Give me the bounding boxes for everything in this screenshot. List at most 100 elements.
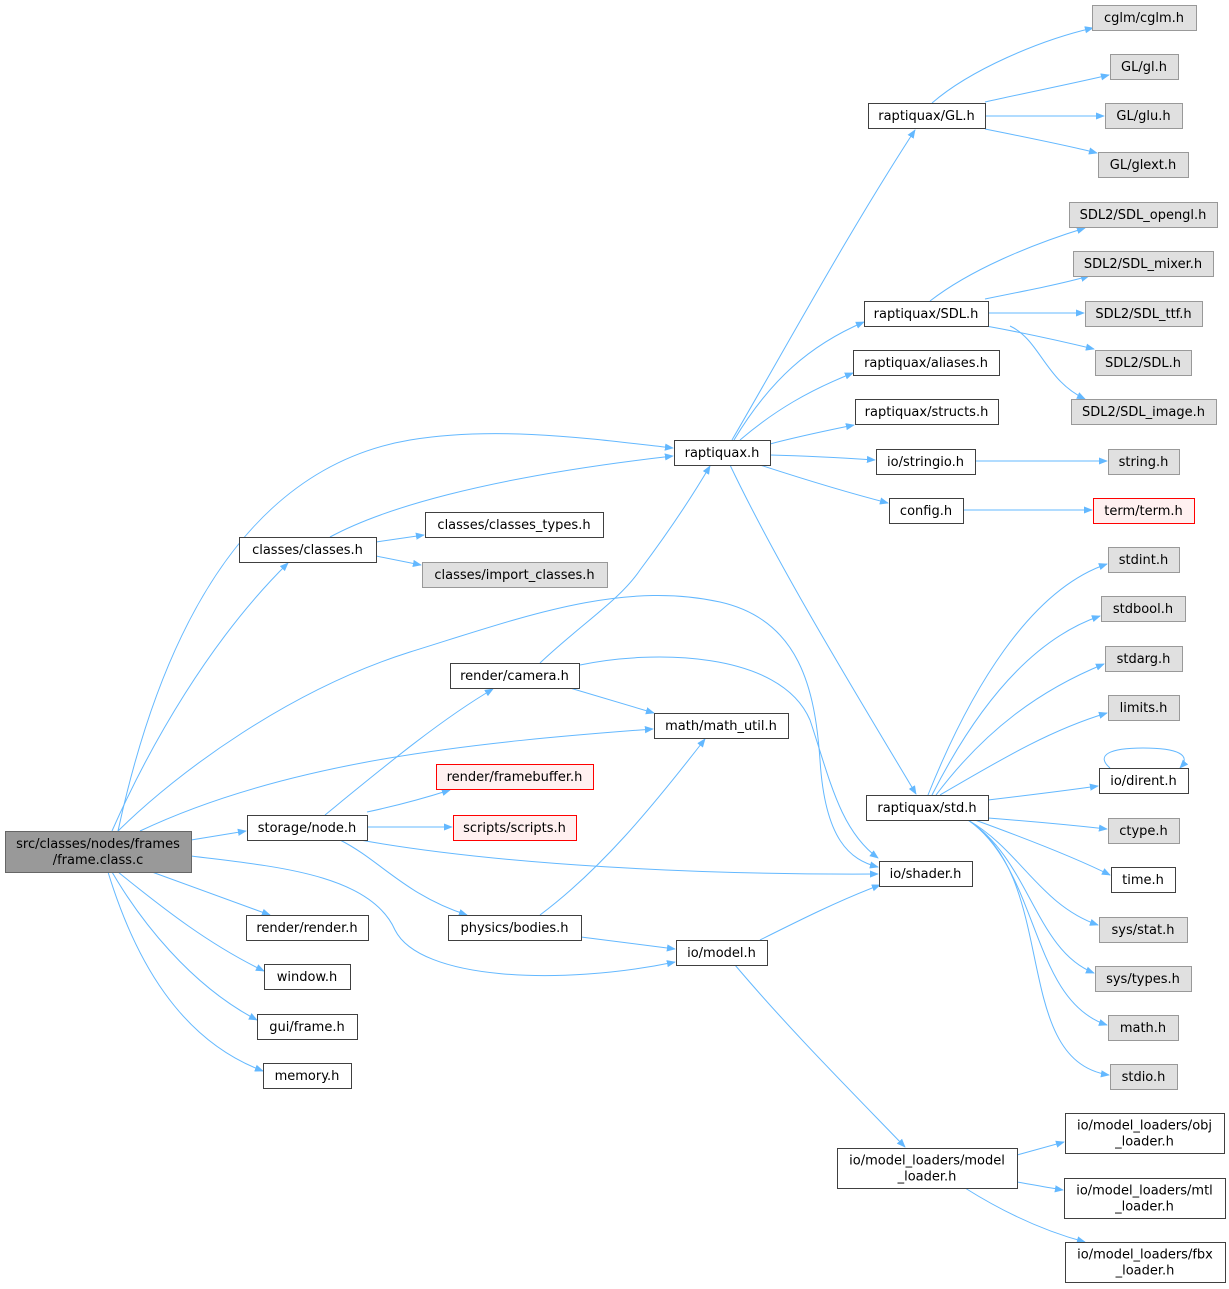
node-box xyxy=(864,301,989,327)
edge-io_model-to-io_shader xyxy=(759,884,881,941)
edge-raptiquax_std-to-io_dirent xyxy=(987,783,1099,801)
node-scripts-h[interactable]: scripts/scripts.h xyxy=(453,815,577,841)
node-label: io/shader.h xyxy=(890,867,962,882)
node-math-util[interactable]: math/math_util.h xyxy=(654,713,789,739)
node-label: io/model_loaders/mtl xyxy=(1076,1184,1213,1199)
edge-line xyxy=(984,274,1090,300)
node-box xyxy=(1108,547,1180,573)
node-box xyxy=(436,764,594,790)
node-box xyxy=(876,449,976,475)
node-box xyxy=(5,831,192,873)
edge-line xyxy=(931,615,1101,796)
edge-line xyxy=(1016,1181,1064,1193)
edge-model_loader-to-obj_loader xyxy=(1016,1140,1065,1156)
edge-line xyxy=(967,819,1108,1026)
node-model-loader[interactable]: io/model_loaders/model_loader.h xyxy=(837,1148,1018,1189)
node-render-camera[interactable]: render/camera.h xyxy=(450,663,580,689)
node-label: GL/gl.h xyxy=(1121,60,1167,75)
node-raptiquax-sdl[interactable]: raptiquax/SDL.h xyxy=(864,301,989,327)
node-label: math/math_util.h xyxy=(665,719,777,734)
node-raptiquax-std[interactable]: raptiquax/std.h xyxy=(866,795,989,821)
edge-model_loader-to-mtl_loader xyxy=(1016,1181,1064,1193)
node-box xyxy=(1071,399,1217,425)
node-box xyxy=(422,562,608,588)
node-box xyxy=(247,815,368,841)
node-memory-h[interactable]: memory.h xyxy=(263,1063,352,1089)
node-label: raptiquax/std.h xyxy=(877,801,976,816)
node-box xyxy=(1065,1242,1226,1283)
edge-line xyxy=(927,563,1108,796)
edge-line xyxy=(117,594,879,869)
edge-storage_node-to-render_camera xyxy=(324,688,494,816)
node-stdio: stdio.h xyxy=(1110,1064,1178,1090)
node-label: render/render.h xyxy=(256,921,357,936)
edge-root-to-raptiquax xyxy=(117,433,674,832)
edge-line xyxy=(929,226,1086,302)
node-render-render[interactable]: render/render.h xyxy=(246,915,369,941)
node-box xyxy=(448,915,582,941)
node-label: physics/bodies.h xyxy=(460,921,568,936)
edge-physics_bodies-to-io_model xyxy=(580,936,676,952)
node-config-h[interactable]: config.h xyxy=(889,498,964,524)
node-label: term/term.h xyxy=(1104,504,1183,519)
edge-raptiquax-to-raptiquax_structs xyxy=(769,423,855,445)
node-label: config.h xyxy=(900,504,952,519)
node-box xyxy=(1099,917,1188,943)
node-classes-types[interactable]: classes/classes_types.h xyxy=(425,512,604,538)
node-time-h[interactable]: time.h xyxy=(1111,867,1176,893)
edge-classes_h-to-import_classes xyxy=(375,555,422,567)
edge-raptiquax_std-to-math_h xyxy=(967,819,1108,1026)
edge-line xyxy=(117,871,265,972)
node-raptiquax[interactable]: raptiquax.h xyxy=(674,440,771,466)
node-io-stringio[interactable]: io/stringio.h xyxy=(876,449,976,475)
node-box xyxy=(837,1148,1018,1189)
edge-root-to-window_h xyxy=(117,871,265,972)
node-mtl-loader[interactable]: io/model_loaders/mtl_loader.h xyxy=(1064,1178,1226,1219)
node-render-framebuffer[interactable]: render/framebuffer.h xyxy=(436,764,594,790)
node-raptiquax-structs[interactable]: raptiquax/structs.h xyxy=(855,399,999,425)
node-io-model[interactable]: io/model.h xyxy=(676,940,768,966)
node-io-shader[interactable]: io/shader.h xyxy=(879,861,973,887)
node-label: raptiquax/SDL.h xyxy=(874,307,979,322)
node-obj-loader[interactable]: io/model_loaders/obj_loader.h xyxy=(1065,1113,1225,1154)
node-box xyxy=(855,399,999,425)
node-raptiquax-gl[interactable]: raptiquax/GL.h xyxy=(868,103,986,129)
node-import-classes: classes/import_classes.h xyxy=(422,562,608,588)
node-classes-h[interactable]: classes/classes.h xyxy=(239,537,377,563)
node-window-h[interactable]: window.h xyxy=(264,964,351,990)
node-io-dirent[interactable]: io/dirent.h xyxy=(1099,768,1189,794)
edge-classes_h-to-raptiquax xyxy=(329,453,674,538)
edge-physics_bodies-to-math_util xyxy=(539,738,706,916)
node-sdl-ttf: SDL2/SDL_ttf.h xyxy=(1085,301,1203,327)
edge-line xyxy=(987,783,1099,801)
node-box xyxy=(1093,498,1195,524)
edge-line xyxy=(769,423,855,445)
node-storage-node[interactable]: storage/node.h xyxy=(247,815,368,841)
edge-line xyxy=(967,819,1095,974)
node-raptiquax-aliases[interactable]: raptiquax/aliases.h xyxy=(853,350,1000,376)
edge-raptiquax_std-to-sys_types xyxy=(967,819,1095,974)
node-fbx-loader[interactable]: io/model_loaders/fbx_loader.h xyxy=(1065,1242,1226,1283)
node-term-h[interactable]: term/term.h xyxy=(1093,498,1195,524)
node-root[interactable]: src/classes/nodes/frames/frame.class.c xyxy=(5,831,192,873)
node-box xyxy=(1110,1064,1178,1090)
edge-raptiquax_gl-to-cglm xyxy=(931,26,1094,104)
node-box xyxy=(1108,1015,1179,1041)
edge-line xyxy=(739,372,854,441)
node-label: io/dirent.h xyxy=(1110,774,1177,789)
node-gui-frame[interactable]: gui/frame.h xyxy=(257,1014,358,1040)
edge-line xyxy=(935,663,1105,796)
node-box xyxy=(1085,301,1203,327)
edge-render_camera-to-io_shader xyxy=(579,656,879,859)
edge-line xyxy=(366,789,451,813)
edge-line xyxy=(733,321,865,441)
node-physics-bodies[interactable]: physics/bodies.h xyxy=(448,915,582,941)
edge-render_camera-to-raptiquax xyxy=(539,465,711,664)
node-box xyxy=(1108,818,1180,844)
edge-raptiquax-to-config_h xyxy=(759,464,889,505)
edge-line xyxy=(111,562,289,832)
edge-storage_node-to-io_shader xyxy=(359,839,879,878)
edge-root-to-io_model xyxy=(190,855,676,977)
edge-model_loader-to-fbx_loader xyxy=(964,1187,1086,1244)
